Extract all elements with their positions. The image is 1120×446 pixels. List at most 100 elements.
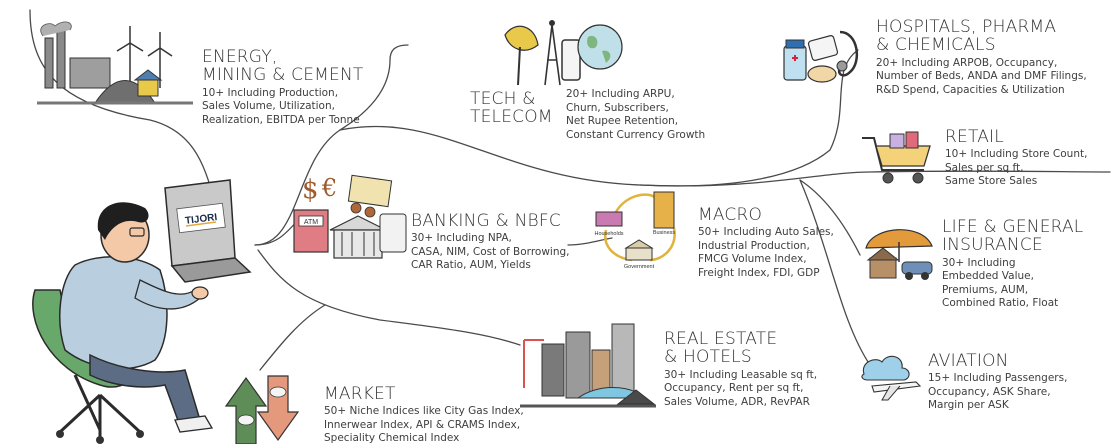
sector-energy: ENERGY, MINING & CEMENT 10+ Including Pr…: [202, 48, 364, 127]
title-line: TECH &: [470, 89, 536, 109]
desc-line: Constant Currency Growth: [566, 128, 706, 141]
sector-aviation: AVIATION 15+ Including Passengers, Occup…: [928, 352, 1067, 413]
desc-line: Innerwear Index, API & CRAMS Index,: [324, 418, 521, 431]
desc-line: Embedded Value,: [942, 270, 1034, 283]
desc-line: R&D Spend, Capacities & Utilization: [876, 83, 1065, 96]
title-line: & HOTELS: [664, 347, 752, 368]
analyst-at-laptop-illustration: TIJORI: [32, 179, 252, 444]
desc-line: Premiums, AUM,: [942, 283, 1029, 296]
desc-line: Margin per ASK: [928, 399, 1009, 412]
sector-hospitals-desc: 20+ Including ARPOB, Occupancy, Number o…: [876, 57, 1087, 98]
title-line: INSURANCE: [942, 235, 1043, 256]
connector-aviation: [799, 179, 871, 366]
desc-line: 20+ Including ARPU,: [566, 88, 675, 100]
title-line: HOSPITALS, PHARMA: [876, 17, 1057, 37]
sector-tech-desc: 20+ Including ARPU, Churn, Subscribers, …: [566, 88, 705, 142]
title-line: MACRO: [698, 205, 763, 225]
desc-line: Number of Beds, ANDA and DMF Filings,: [876, 70, 1087, 83]
city-buildings-icon: [520, 323, 656, 408]
title-line: RETAIL: [945, 127, 1004, 147]
connector-retail: [639, 170, 1111, 187]
sector-realestate: REAL ESTATE & HOTELS 30+ Including Leasa…: [664, 330, 817, 409]
sector-insurance-title: LIFE & GENERAL INSURANCE: [942, 218, 1083, 255]
title-line: BANKING & NBFC: [411, 211, 561, 231]
economy-cycle-icon: Households Business Government: [594, 191, 676, 270]
desc-line: Freight Index, FDI, GDP: [698, 266, 820, 279]
desc-line: CAR Ratio, AUM, Yields: [411, 259, 531, 272]
airplane-cloud-icon: [861, 355, 922, 401]
connector-market: [259, 304, 326, 371]
desc-line: CASA, NIM, Cost of Borrowing,: [411, 245, 570, 258]
sector-hospitals: HOSPITALS, PHARMA & CHEMICALS 20+ Includ…: [876, 18, 1087, 97]
desc-line: 15+ Including Passengers,: [928, 372, 1068, 385]
sector-banking-desc: 30+ Including NPA, CASA, NIM, Cost of Bo…: [411, 232, 570, 273]
sector-banking-title: BANKING & NBFC: [411, 211, 570, 231]
desc-line: Sales per sq ft,: [945, 161, 1024, 174]
sector-aviation-title: AVIATION: [928, 351, 1067, 371]
desc-line: Speciality Chemical Index: [324, 432, 460, 445]
connector-tech: [254, 44, 409, 246]
sector-retail: RETAIL 10+ Including Store Count, Sales …: [945, 128, 1087, 189]
sector-market-desc: 50+ Niche Indices like City Gas Index, I…: [324, 405, 524, 446]
shopping-cart-icon: [862, 131, 931, 184]
sector-macro-desc: 50+ Including Auto Sales, Industrial Pro…: [698, 226, 834, 280]
cycle-label-households: Households: [594, 231, 623, 237]
desc-line: Combined Ratio, Float: [942, 297, 1059, 310]
connector-macro: [567, 237, 613, 246]
title-line: MINING & CEMENT: [202, 65, 364, 86]
cycle-label-business: Business: [653, 230, 676, 236]
desc-line: Same Store Sales: [945, 175, 1038, 188]
svg-text:€: €: [321, 174, 337, 202]
desc-line: 50+ Niche Indices like City Gas Index,: [324, 405, 524, 418]
title-line: MARKET: [324, 384, 396, 404]
connector-insurance: [799, 179, 861, 256]
desc-line: Churn, Subscribers,: [566, 101, 669, 114]
title-line: TELECOM: [470, 107, 553, 128]
desc-line: FMCG Volume Index,: [698, 253, 807, 266]
title-line: & CHEMICALS: [876, 35, 996, 56]
satellite-dish-globe-phone-icon: [504, 20, 623, 86]
desc-line: Occupancy, Rent per sq ft,: [664, 382, 804, 395]
umbrella-house-car-icon: [865, 229, 933, 280]
desc-line: 30+ Including: [942, 256, 1016, 269]
svg-text:$: $: [302, 175, 319, 205]
sector-macro-title: MACRO: [698, 205, 834, 225]
atm-bank-currency-icon: $ € ATM: [293, 174, 407, 259]
sector-banking: BANKING & NBFC 30+ Including NPA, CASA, …: [411, 212, 570, 273]
desc-line: Sales Volume, Utilization,: [202, 100, 335, 113]
desc-line: 30+ Including Leasable sq ft,: [664, 368, 818, 381]
title-line: REAL ESTATE: [664, 329, 778, 349]
cycle-label-government: Government: [624, 264, 655, 270]
sector-macro: MACRO 50+ Including Auto Sales, Industri…: [698, 206, 834, 280]
atm-label: ATM: [304, 219, 318, 226]
title-line: AVIATION: [928, 351, 1009, 371]
sector-retail-title: RETAIL: [945, 127, 1087, 147]
sector-market: MARKET 50+ Niche Indices like City Gas I…: [324, 385, 524, 446]
sector-realestate-title: REAL ESTATE & HOTELS: [664, 330, 817, 367]
desc-line: Sales Volume, ADR, RevPAR: [664, 395, 810, 408]
desc-line: 30+ Including NPA,: [411, 232, 512, 245]
sector-hospitals-title: HOSPITALS, PHARMA & CHEMICALS: [876, 18, 1087, 55]
desc-line: 10+ Including Store Count,: [945, 148, 1088, 161]
desc-line: 10+ Including Production,: [202, 86, 339, 99]
desc-line: Occupancy, ASK Share,: [928, 385, 1051, 398]
sector-aviation-desc: 15+ Including Passengers, Occupancy, ASK…: [928, 372, 1067, 413]
sector-energy-title: ENERGY, MINING & CEMENT: [202, 48, 364, 85]
desc-line: Net Rupee Retention,: [566, 115, 679, 127]
title-line: ENERGY,: [202, 47, 278, 67]
sector-insurance: LIFE & GENERAL INSURANCE 30+ Including E…: [942, 218, 1083, 311]
sector-realestate-desc: 30+ Including Leasable sq ft, Occupancy,…: [664, 369, 817, 410]
bull-bear-arrows-icon: [224, 375, 300, 444]
title-line: LIFE & GENERAL: [942, 217, 1084, 237]
desc-line: Industrial Production,: [698, 239, 810, 252]
connector-energy: [29, 9, 216, 206]
connector-realestate: [257, 249, 521, 346]
medicine-stethoscope-icon: [783, 30, 859, 83]
sector-energy-desc: 10+ Including Production, Sales Volume, …: [202, 87, 364, 128]
sector-tech: TECH & TELECOM: [470, 90, 553, 127]
sector-tech-title: TECH & TELECOM: [470, 90, 553, 127]
factory-wind-turbines-icon: [37, 21, 193, 105]
desc-line: 20+ Including ARPOB, Occupancy,: [876, 56, 1058, 69]
sector-retail-desc: 10+ Including Store Count, Sales per sq …: [945, 148, 1087, 189]
